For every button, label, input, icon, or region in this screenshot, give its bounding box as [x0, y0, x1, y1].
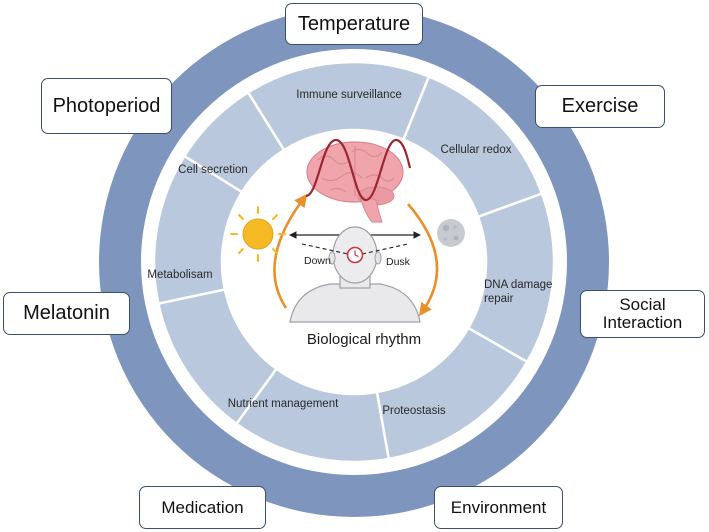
process-immune-surveillance: Immune surveillance [296, 89, 401, 101]
cycle-arrow-left [273, 193, 308, 309]
dusk-label: Dusk [386, 256, 411, 268]
factor-exercise: Exercise [535, 85, 665, 128]
social-line2: Interaction [602, 313, 683, 332]
factor-social-interaction: Social Interaction [580, 290, 705, 338]
process-cell-secretion: Cell secretion [178, 164, 248, 176]
dawn-dashed-line [301, 243, 349, 255]
cycle-arrow-right [407, 203, 439, 317]
process-proteostasis: Proteostasis [382, 405, 446, 417]
sun-icon [230, 206, 286, 262]
biological-rhythm-title: Biological rhythm [307, 331, 421, 348]
brain-wave [305, 138, 412, 202]
process-dna-damage-repair-line1: DNA damage [484, 279, 552, 291]
process-nutrient-management: Nutrient management [228, 398, 339, 410]
factor-melatonin: Melatonin [3, 292, 130, 335]
process-cellular-redox: Cellular redox [441, 144, 512, 156]
dusk-dashed-line [361, 243, 409, 255]
factor-temperature: Temperature [285, 3, 423, 45]
human-head-icon [289, 226, 421, 323]
brain-icon [305, 138, 412, 223]
clock-icon [346, 246, 364, 264]
factor-photoperiod: Photoperiod [41, 78, 172, 134]
moon-icon [437, 219, 465, 247]
dawn-label: Down [304, 255, 331, 267]
process-dna-damage-repair-line2: repair [484, 293, 514, 305]
factor-environment: Environment [434, 486, 563, 529]
process-metabolism: Metabolisam [147, 269, 212, 281]
factor-medication: Medication [139, 486, 266, 529]
social-line1: Social [619, 295, 666, 315]
